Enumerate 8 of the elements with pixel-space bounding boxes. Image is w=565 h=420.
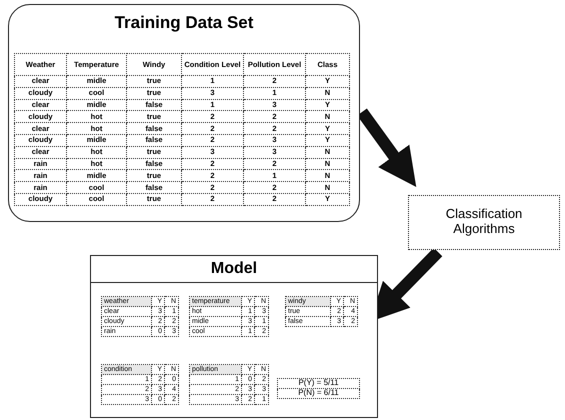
panel-title: Training Data Set: [114, 13, 254, 33]
panel: [8, 4, 360, 222]
panel-title: Model: [210, 260, 258, 278]
table-cell: P(N) = 6/11: [278, 388, 360, 398]
table-cell: P(Y) = 5/11: [278, 378, 360, 388]
panel: [90, 255, 378, 418]
process-box: [408, 195, 560, 250]
box-label: Classification Algorithms: [444, 206, 524, 236]
